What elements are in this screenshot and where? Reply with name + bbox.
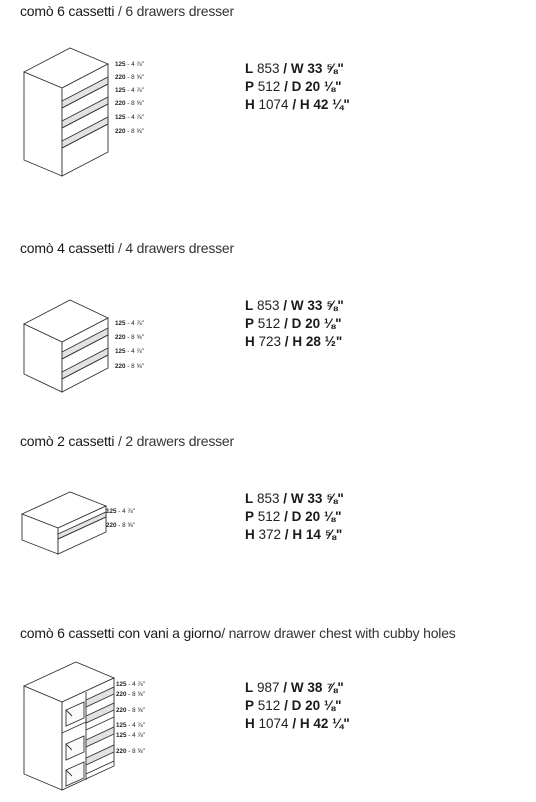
drawer-labels: 125 - 4 ⅞" 220 - 8 ⅝" 220 - 8 ⅝" 125 - 4… — [116, 681, 145, 755]
title-separator: / — [114, 433, 126, 449]
product-title: comò 6 cassetti con vani a giorno/ narro… — [20, 625, 456, 641]
drawer-label: 220 - 8 ⅝" — [115, 74, 144, 81]
drawer-label: 125 - 4 ⅞" — [116, 681, 145, 688]
dimension-row: P 512 / D 20 ⅛" — [245, 509, 342, 524]
drawer-chest-cubby-drawing: 125 - 4 ⅞" 220 - 8 ⅝" 220 - 8 ⅝" 125 - 4… — [20, 658, 170, 798]
drawer-label: 220 - 8 ⅝" — [115, 334, 144, 341]
drawer-label: 220 - 8 ⅝" — [115, 128, 144, 135]
drawer-labels: 125 - 4 ⅞" 220 - 8 ⅝" — [106, 508, 135, 529]
dimension-row: P 512 / D 20 ⅛" — [245, 79, 342, 94]
dimension-row: H 1074 / H 42 ¼" — [245, 716, 350, 731]
dimension-row: H 723 / H 28 ½" — [245, 334, 343, 349]
dimension-row: P 512 / D 20 ⅛" — [245, 698, 342, 713]
title-english: 2 drawers dresser — [125, 433, 234, 449]
product-title: comò 6 cassetti / 6 drawers dresser — [20, 3, 234, 19]
product-title: comò 4 cassetti / 4 drawers dresser — [20, 240, 234, 256]
drawer-labels: 125 - 4 ⅞" 220 - 8 ⅝" 125 - 4 ⅞" 220 - 8… — [115, 61, 144, 135]
drawer-label: 220 - 8 ⅝" — [106, 522, 135, 529]
product-title: comò 2 cassetti / 2 drawers dresser — [20, 433, 234, 449]
drawer-label: 125 - 4 ⅞" — [106, 508, 135, 515]
dimension-row: L 853 / W 33 ⅝" — [245, 491, 344, 506]
drawer-label: 125 - 4 ⅞" — [115, 320, 144, 327]
drawer-label: 125 - 4 ⅞" — [116, 722, 145, 729]
dimensions-block: L 853 / W 33 ⅝" P 512 / D 20 ⅛" H 723 / … — [245, 297, 344, 351]
drawer-label: 220 - 8 ⅝" — [116, 748, 145, 755]
dimensions-block: L 853 / W 33 ⅝" P 512 / D 20 ⅛" H 1074 /… — [245, 60, 350, 114]
dimension-row: L 987 / W 38 ⅞" — [245, 680, 344, 695]
title-italian: comò 6 cassetti — [20, 3, 115, 19]
title-italian: comò 6 cassetti con vani a giorno — [20, 625, 222, 641]
title-separator: / — [221, 625, 229, 641]
title-italian: comò 2 cassetti — [20, 433, 115, 449]
dimension-row: P 512 / D 20 ⅛" — [245, 316, 342, 331]
drawer-label: 125 - 4 ⅞" — [115, 61, 144, 68]
dimension-row: H 372 / H 14 ⅝" — [245, 527, 343, 542]
drawer-label: 220 - 8 ⅝" — [116, 707, 145, 714]
dimensions-block: L 853 / W 33 ⅝" P 512 / D 20 ⅛" H 372 / … — [245, 490, 344, 544]
drawer-label: 125 - 4 ⅞" — [116, 732, 145, 739]
drawer-label: 125 - 4 ⅞" — [115, 114, 144, 121]
title-english: 6 drawers dresser — [125, 3, 234, 19]
dresser-4-drawing: 125 - 4 ⅞" 220 - 8 ⅝" 125 - 4 ⅞" 220 - 8… — [20, 296, 170, 396]
drawer-label: 220 - 8 ⅝" — [115, 100, 144, 107]
drawer-labels: 125 - 4 ⅞" 220 - 8 ⅝" 125 - 4 ⅞" 220 - 8… — [115, 320, 144, 370]
title-english: 4 drawers dresser — [125, 240, 234, 256]
drawer-label: 125 - 4 ⅞" — [115, 87, 144, 94]
title-english: narrow drawer chest with cubby holes — [228, 625, 456, 641]
dimension-row: H 1074 / H 42 ¼" — [245, 97, 350, 112]
drawer-label: 125 - 4 ⅞" — [115, 348, 144, 355]
drawer-label: 220 - 8 ⅝" — [115, 363, 144, 370]
drawer-label: 220 - 8 ⅝" — [116, 691, 145, 698]
dimensions-block: L 987 / W 38 ⅞" P 512 / D 20 ⅛" H 1074 /… — [245, 679, 350, 733]
title-separator: / — [114, 3, 126, 19]
dimension-row: L 853 / W 33 ⅝" — [245, 61, 344, 76]
dimension-row: L 853 / W 33 ⅝" — [245, 298, 344, 313]
dresser-6-drawing: 125 - 4 ⅞" 220 - 8 ⅝" 125 - 4 ⅞" 220 - 8… — [20, 44, 170, 184]
dresser-2-drawing: 125 - 4 ⅞" 220 - 8 ⅝" — [20, 488, 170, 560]
title-italian: comò 4 cassetti — [20, 240, 115, 256]
title-separator: / — [114, 240, 126, 256]
